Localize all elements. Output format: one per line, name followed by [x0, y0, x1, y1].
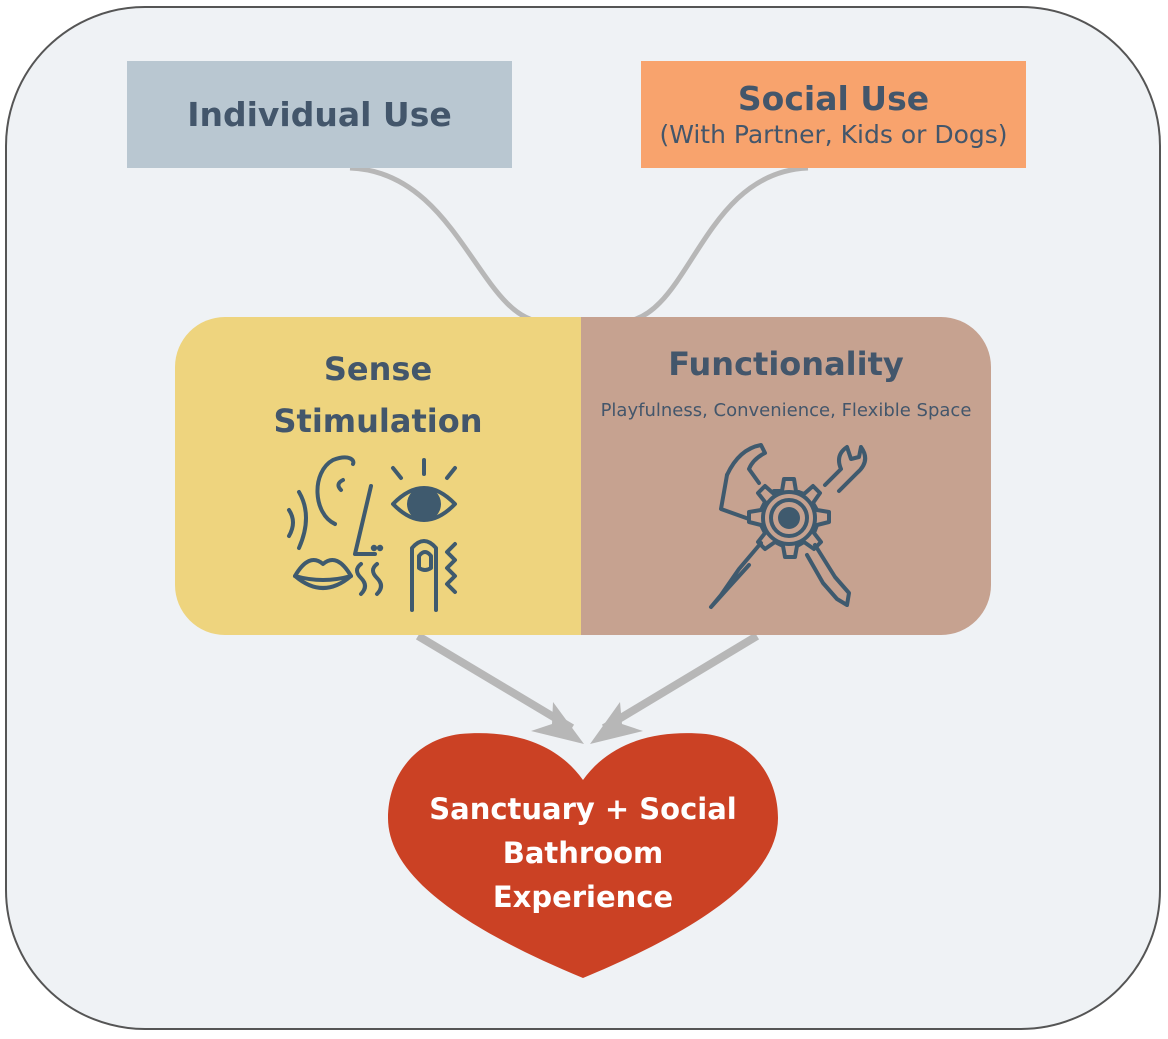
connector-individual	[349, 165, 546, 325]
social-use-box: Social Use (With Partner, Kids or Dogs)	[641, 61, 1026, 168]
result-line2: Bathroom	[502, 836, 664, 870]
arrowhead-right	[590, 702, 643, 744]
arrow-sense-to-heart	[415, 632, 575, 732]
middle-block: Sense Stimulation	[175, 317, 991, 635]
functionality-panel: Functionality Playfulness, Convenience, …	[581, 317, 991, 635]
result-text: Sanctuary + Social Bathroom Experience	[418, 787, 748, 919]
result-line1: Sanctuary + Social	[429, 792, 737, 826]
connector-social	[619, 165, 809, 325]
gear-tools-icon	[709, 443, 868, 609]
arrowhead-left	[531, 702, 584, 744]
social-use-title: Social Use	[737, 78, 930, 118]
individual-use-box: Individual Use	[127, 61, 512, 168]
arrow-func-to-heart	[601, 632, 760, 732]
functionality-subtitle: Playfulness, Convenience, Flexible Space	[600, 400, 972, 421]
individual-use-title: Individual Use	[187, 94, 452, 134]
functionality-title: Functionality	[668, 345, 904, 383]
result-line3: Experience	[492, 880, 674, 914]
heart-icon	[388, 733, 778, 978]
senses-icon	[287, 455, 457, 612]
sense-stimulation-panel: Sense Stimulation	[175, 317, 581, 635]
sense-title-line2: Stimulation	[273, 402, 483, 440]
sense-title-line1: Sense	[323, 350, 433, 388]
sense-stimulation-title: Sense Stimulation	[175, 343, 581, 447]
social-use-subtitle: (With Partner, Kids or Dogs)	[659, 119, 1008, 149]
